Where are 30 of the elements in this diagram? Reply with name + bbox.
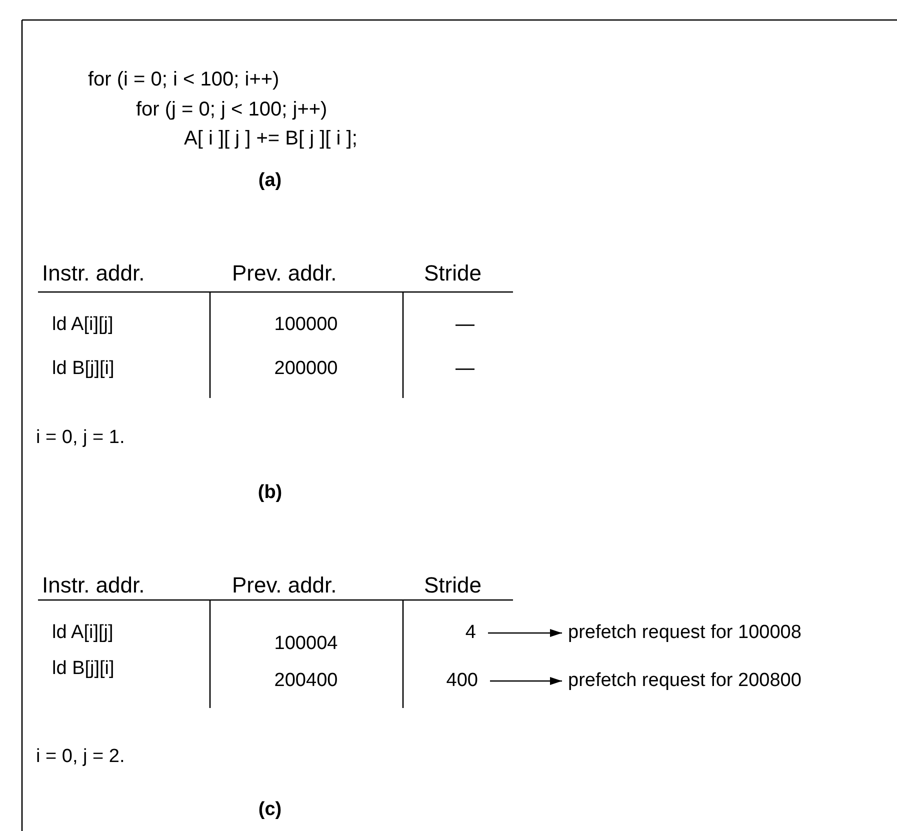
column-header: Prev. addr. bbox=[232, 260, 337, 286]
column-header: Instr. addr. bbox=[42, 572, 145, 598]
column-header: Stride bbox=[424, 260, 482, 286]
arrow bbox=[488, 629, 562, 637]
table-cell: ld B[j][i] bbox=[52, 658, 114, 680]
table-cell: 100000 bbox=[274, 314, 338, 336]
panel-label: (b) bbox=[258, 482, 282, 504]
table-cell: ld A[i][j] bbox=[52, 314, 114, 336]
note-text: i = 0, j = 1. bbox=[36, 427, 125, 449]
prefetch-text: prefetch request for 200800 bbox=[568, 670, 802, 692]
column-header: Stride bbox=[424, 572, 482, 598]
table-cell: ld A[i][j] bbox=[52, 622, 114, 644]
table-cell: — bbox=[456, 358, 474, 380]
table-cell: 200400 bbox=[274, 670, 338, 692]
column-header: Prev. addr. bbox=[232, 572, 337, 598]
panel-label: (a) bbox=[258, 170, 282, 192]
stride-value: 4 bbox=[465, 622, 476, 644]
code-line: A[ i ][ j ] += B[ j ][ i ]; bbox=[184, 128, 358, 150]
table-cell: — bbox=[456, 314, 474, 336]
code-line: for (j = 0; j < 100; j++) bbox=[136, 98, 328, 122]
table-cell: 200000 bbox=[274, 358, 338, 380]
column-header: Instr. addr. bbox=[42, 260, 145, 286]
stride-value: 400 bbox=[446, 670, 478, 692]
code-line: for (i = 0; i < 100; i++) bbox=[88, 68, 280, 92]
table-cell: ld B[j][i] bbox=[52, 358, 114, 380]
arrow bbox=[490, 677, 562, 685]
note-text: i = 0, j = 2. bbox=[36, 746, 125, 768]
prefetch-text: prefetch request for 100008 bbox=[568, 622, 802, 644]
panel-label: (c) bbox=[258, 799, 282, 821]
table-cell: 100004 bbox=[274, 633, 338, 655]
